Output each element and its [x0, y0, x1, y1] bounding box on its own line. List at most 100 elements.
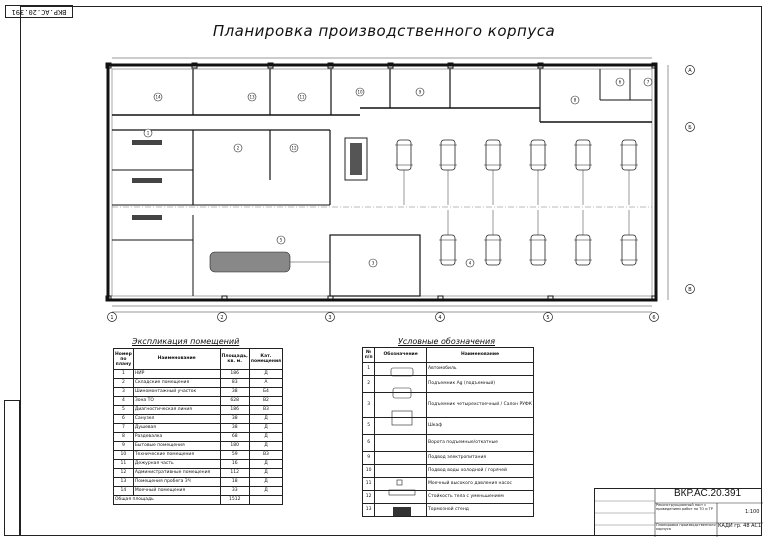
expl-cell: Складские помещения [132, 378, 221, 388]
room-label-4: 4 [469, 261, 472, 266]
expl-cell: Д [248, 432, 284, 442]
room-label-14: 14 [155, 95, 161, 100]
axis-letter-b: Б [688, 125, 692, 131]
legend-symbol [374, 417, 427, 435]
legend-num: 13 [361, 503, 376, 517]
expl-cell: В3 [248, 450, 284, 460]
expl-total-value: 1512 [219, 495, 250, 505]
expl-cell: Б4 [248, 387, 284, 397]
room-label-6: 6 [619, 80, 622, 85]
expl-cell: 59 [219, 450, 250, 460]
expl-cell: 4 [113, 396, 134, 406]
legend-name: Автомобиль [426, 362, 534, 376]
expl-cell: Д [248, 486, 284, 496]
expl-cell: 18 [219, 477, 250, 487]
title-block-description: Реконструкционный пост с проведением раб… [656, 503, 713, 511]
expl-cell: 33 [219, 486, 250, 496]
left-strip [4, 400, 20, 536]
explication-title: Экспликация помещений [132, 337, 240, 346]
expl-cell: Шиномонтажный участок [132, 387, 221, 397]
room-label-11: 11 [299, 95, 305, 100]
expl-cell: 7 [113, 423, 134, 433]
expl-total-label: Общая площадь [113, 495, 221, 505]
legend-symbol [374, 392, 427, 418]
expl-cell: 16 [219, 459, 250, 469]
expl-cell: Д [248, 423, 284, 433]
expl-cell: Бытовые помещения [132, 441, 221, 451]
legend-num: 5 [361, 417, 376, 435]
expl-cell: Помещения пробега ЗЧ [132, 477, 221, 487]
expl-cell: 14 [113, 486, 134, 496]
expl-cell: А [248, 378, 284, 388]
expl-cell: Д [248, 459, 284, 469]
expl-cell: 5 [113, 405, 134, 415]
expl-cell: 186 [219, 369, 250, 379]
expl-cell: 83 [219, 378, 250, 388]
legend-name: Подвод воды холодной / горячей [426, 464, 534, 478]
room-label-5: 5 [280, 238, 283, 243]
expl-cell: 2 [113, 378, 134, 388]
expl-cell: 38 [219, 414, 250, 424]
expl-cell: 3 [113, 387, 134, 397]
axis-letter-a: А [688, 68, 692, 74]
legend-header-symbol: Обозначение [374, 347, 427, 363]
expl-cell: Д [248, 414, 284, 424]
expl-cell: 112 [219, 468, 250, 478]
axis-number-2: 2 [220, 315, 223, 321]
room-label-9: 9 [419, 90, 422, 95]
legend-symbol [374, 375, 427, 393]
legend-symbol [374, 490, 427, 504]
legend-symbol [374, 434, 427, 452]
legend-name: Ворота подъемные/откатные [426, 434, 534, 452]
expl-cell: В2 [248, 396, 284, 406]
room-label-10: 10 [357, 90, 363, 95]
legend-header-num: № п/п [361, 347, 376, 363]
expl-cell: Д [248, 441, 284, 451]
title-block [594, 488, 763, 537]
axis-number-3: 3 [328, 315, 331, 321]
legend-header-name: Наименование [426, 347, 534, 363]
legend-symbol [374, 477, 427, 491]
legend-name: Стойкость тела с уменьшением [426, 490, 534, 504]
expl-cell: Моечный помещения [132, 486, 221, 496]
expl-cell: Технические помещения [132, 450, 221, 460]
expl-header-area: Площадь, кв. м. [219, 348, 250, 370]
legend-symbol [374, 464, 427, 478]
title-block-sheet-name: Планировка производственного корпуса [656, 523, 716, 531]
title-block-code: ВКР.АС.20.391 [674, 488, 742, 499]
expl-cell: 10 [113, 450, 134, 460]
title-block-org: КАДИ гр. 48 АС1 [718, 523, 762, 529]
expl-cell: 6 [113, 414, 134, 424]
expl-header-cat: Кат. помещения [248, 348, 284, 370]
expl-cell: 13 [113, 477, 134, 487]
expl-cell: Дежурная часть [132, 459, 221, 469]
room-label-12: 12 [291, 146, 297, 151]
expl-cell: Д [248, 369, 284, 379]
expl-cell: Зона ТО [132, 396, 221, 406]
legend-name: Шкаф [426, 417, 534, 435]
expl-cell: 186 [219, 405, 250, 415]
legend-num: 11 [361, 477, 376, 491]
legend-num: 10 [361, 464, 376, 478]
expl-header-name: Наименование [132, 348, 221, 370]
expl-cell: 11 [113, 459, 134, 469]
legend-symbol [374, 503, 427, 517]
room-label-3: 3 [372, 261, 375, 266]
axis-number-6: 6 [652, 315, 655, 321]
room-label-2: 2 [237, 146, 240, 151]
legend-num: 9 [361, 451, 376, 465]
expl-cell: 9 [113, 441, 134, 451]
